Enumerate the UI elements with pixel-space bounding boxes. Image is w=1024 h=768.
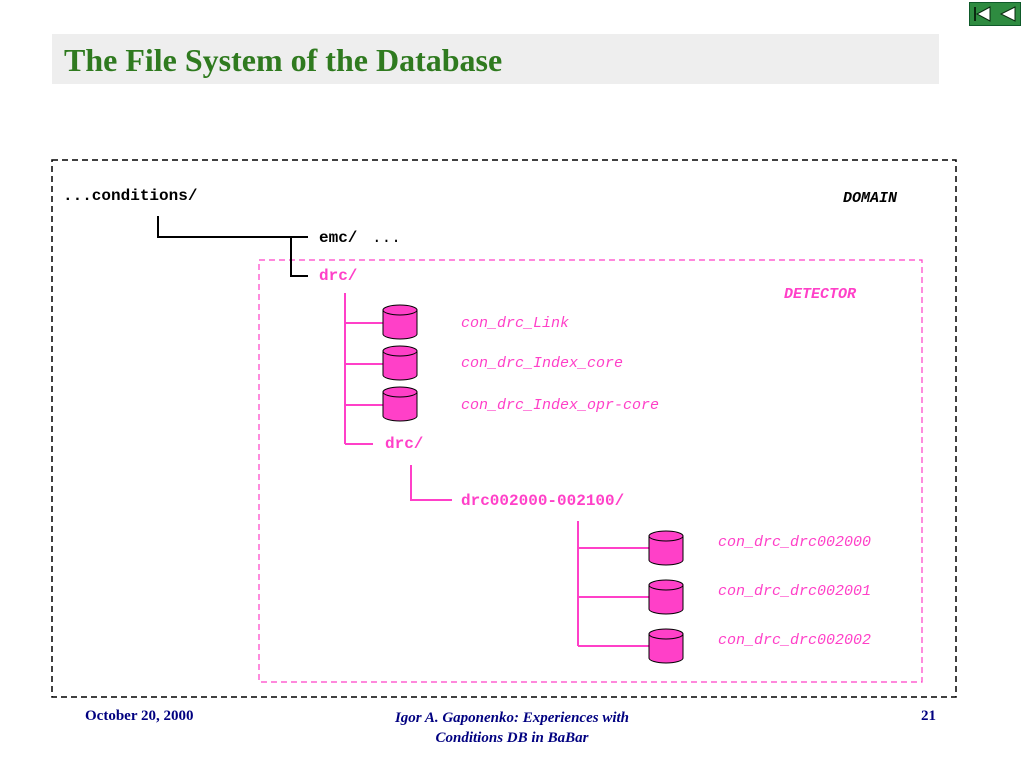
domain-connectors: [157, 216, 308, 277]
emc-directory: emc/: [319, 229, 358, 247]
range-directory: drc002000-002100/: [461, 492, 625, 510]
database-label: con_drc_Link: [461, 315, 570, 332]
database-icon: [648, 628, 684, 664]
database-icon: [648, 579, 684, 615]
database-icon: [382, 386, 418, 422]
database-label: con_drc_Index_core: [461, 355, 624, 372]
database-label: con_drc_drc002002: [718, 632, 872, 649]
title-bar: The File System of the Database: [52, 34, 939, 84]
slide-title: The File System of the Database: [64, 42, 503, 78]
detector-label: DETECTOR: [784, 286, 857, 303]
slide-navigation: [969, 2, 1021, 26]
root-directory: ...conditions/: [63, 187, 198, 205]
detector-box: [258, 259, 923, 683]
drc-directory: drc/: [319, 267, 358, 285]
database-label: con_drc_drc002000: [718, 534, 872, 551]
footer-author-line: Igor A. Gaponenko: Experiences with: [394, 710, 630, 726]
database-icon: [382, 304, 418, 340]
detector-connectors: [344, 293, 650, 647]
database-icon: [382, 345, 418, 381]
domain-box: [51, 159, 957, 698]
footer-author-line: Conditions DB in BaBar: [435, 730, 589, 746]
go-back-icon[interactable]: [995, 3, 1020, 25]
footer-date: October 20, 2000: [85, 708, 194, 724]
drc-subdirectory: drc/: [385, 435, 424, 453]
database-icon: [648, 530, 684, 566]
page-number: 21: [921, 708, 936, 724]
emc-ellipsis: ...: [372, 229, 401, 247]
footer-author: Igor A. Gaponenko: Experiences with Cond…: [362, 708, 662, 748]
domain-label: DOMAIN: [843, 190, 898, 207]
database-label: con_drc_drc002001: [718, 583, 872, 600]
database-label: con_drc_Index_opr-core: [461, 397, 660, 414]
go-to-first-icon[interactable]: [970, 3, 995, 25]
